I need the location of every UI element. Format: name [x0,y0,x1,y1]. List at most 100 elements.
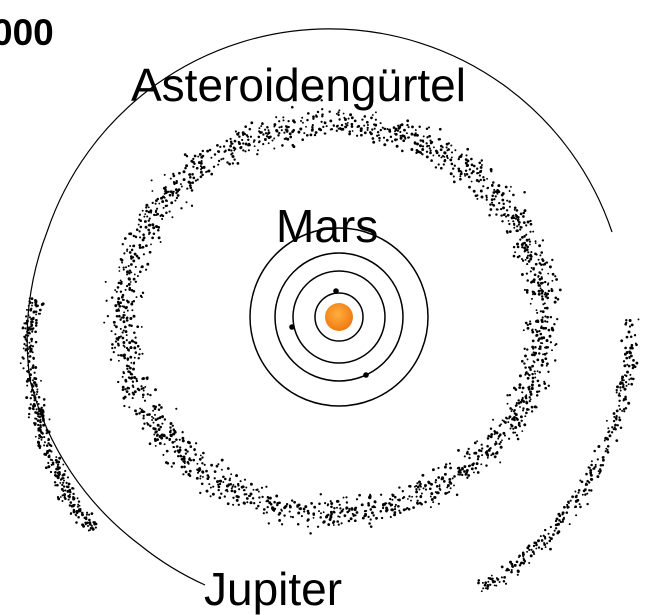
asteroid-dot [132,367,135,371]
asteroid-dot [491,452,495,456]
asteroid-dot [425,155,429,159]
asteroid-dot [312,115,315,119]
asteroid-dot [28,341,31,344]
asteroid-dot [211,492,215,496]
asteroid-dot [369,525,373,528]
asteroid-dot [519,400,523,404]
asteroid-dot [72,497,76,500]
asteroid-dot [247,138,250,142]
asteroid-dot [531,372,534,376]
asteroid-dot [538,284,541,287]
asteroid-dot [479,189,483,193]
asteroid-dot [496,578,500,581]
asteroid-dot [117,354,120,357]
asteroid-dot [27,371,30,374]
asteroid-dot [191,181,195,184]
asteroid-dot [162,206,165,209]
asteroid-dot [271,506,275,510]
asteroid-dot [262,508,266,511]
asteroid-dot [119,327,122,330]
asteroid-dot [239,480,242,483]
asteroid-dot [247,494,251,497]
asteroid-dot [218,482,222,486]
asteroid-dot [103,321,106,324]
asteroid-dot [130,271,133,274]
asteroid-dot [533,353,536,357]
asteroid-dot [513,409,516,412]
asteroid-dot [515,229,518,233]
asteroid-dot [500,214,503,217]
asteroid-dot [529,390,532,394]
asteroid-dot [175,179,178,183]
asteroid-dot [28,412,31,416]
asteroid-dot [540,539,544,542]
asteroid-dot [512,216,516,219]
asteroid-dot [501,419,504,422]
asteroid-dot [442,163,445,166]
asteroid-dot [62,485,66,488]
asteroid-dot [630,343,634,347]
asteroid-dot [622,386,625,389]
asteroid-dot [188,469,192,473]
asteroid-dot [596,475,600,479]
asteroid-dot [291,105,294,109]
asteroid-dot [464,169,468,172]
asteroid-dot [28,378,32,381]
asteroid-dot [338,109,341,112]
asteroid-dot [114,340,118,343]
asteroid-dot [561,511,565,515]
asteroid-dot [353,508,357,512]
asteroid-dot [223,495,226,498]
asteroid-dot [48,454,51,457]
asteroid-dot [528,238,531,241]
asteroid-dot [464,161,468,165]
asteroid-dot [528,548,531,552]
asteroid-dot [131,309,134,312]
asteroid-dot [547,272,550,275]
asteroid-dot [38,446,42,450]
asteroid-dot [342,508,345,511]
asteroid-dot [633,334,637,337]
asteroid-dot [329,128,332,131]
asteroid-dot [241,133,245,137]
asteroid-dot [54,484,57,487]
asteroid-dot [182,457,186,461]
asteroid-dot [113,346,117,349]
asteroid-dot [63,494,66,497]
asteroid-dot [164,188,167,191]
asteroid-dot [515,404,518,407]
asteroid-dot [424,488,428,491]
asteroid-dot [25,339,29,343]
asteroid-dot [172,181,176,184]
asteroid-dot [37,312,40,315]
asteroid-dot [457,167,461,171]
asteroid-dot [194,453,197,456]
asteroid-dot [131,391,134,394]
asteroid-dot [172,461,176,465]
asteroid-dot [284,504,288,508]
asteroid-dot [377,134,380,137]
asteroid-dot [133,331,136,335]
asteroid-dot [189,176,192,179]
asteroid-dot [536,379,540,383]
asteroid-dot [372,140,376,144]
asteroid-dot [226,161,229,164]
asteroid-dot [518,383,522,387]
asteroid-dot [159,425,163,429]
year-label: 000 [0,12,54,53]
asteroid-dot [418,480,421,484]
asteroid-dot [476,194,479,197]
asteroid-dot [63,496,66,499]
asteroid-dot [529,257,533,261]
asteroid-dot [558,514,562,517]
asteroid-dot [490,433,494,436]
asteroid-dot [518,221,521,224]
asteroid-dot [410,499,412,502]
asteroid-dot [546,296,550,300]
asteroid-dot [28,301,32,304]
asteroid-dot [238,135,241,138]
asteroid-dot [94,526,97,529]
asteroid-dot [111,343,114,346]
asteroid-dot [125,334,128,337]
asteroid-dot [613,415,616,418]
